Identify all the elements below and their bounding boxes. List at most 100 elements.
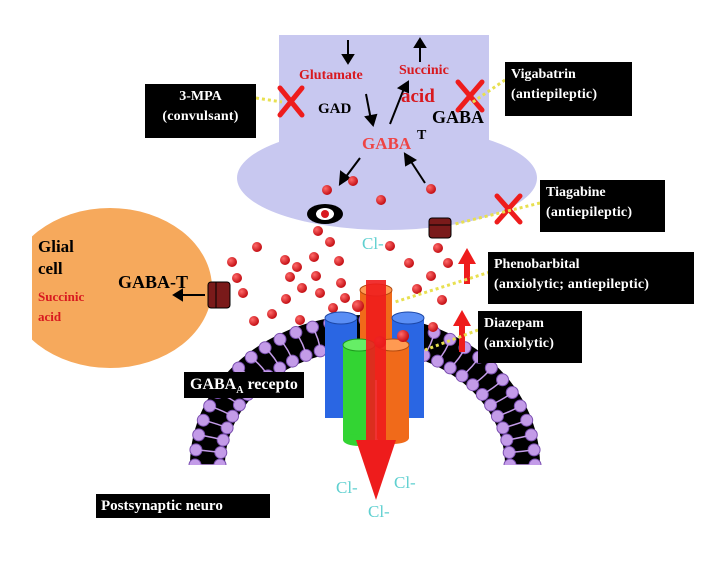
- chloride-top-label: Cl-: [362, 234, 384, 253]
- postsynaptic-label-text: Postsynaptic neuro: [101, 498, 223, 514]
- glial-gaba-t-arrow: [172, 288, 205, 302]
- drug-box-tiagabine: Tiagabine (antiepileptic): [540, 180, 665, 232]
- lipid-head: [188, 458, 202, 465]
- gaba-molecule: [238, 288, 248, 298]
- receptor-label-main: GABA: [190, 376, 237, 393]
- lipid-tail: [481, 379, 504, 396]
- lipid-tail: [209, 405, 233, 417]
- receptor-label-subscript: A: [236, 385, 244, 397]
- gaba-molecule: [404, 258, 414, 268]
- gaba-molecule: [311, 271, 321, 281]
- gaba-molecule: [309, 252, 319, 262]
- glial-title-line1: Glial: [38, 237, 74, 256]
- gaba-molecule: [315, 288, 325, 298]
- glial-transporter: [207, 281, 231, 309]
- gaba-molecule: [412, 284, 422, 294]
- gaba-molecule: [232, 273, 242, 283]
- glial-gaba-t-label: GABA-T: [118, 272, 189, 292]
- gaba-molecule: [328, 303, 338, 313]
- gaba-molecule: [443, 258, 453, 268]
- lipid-tail: [264, 347, 281, 369]
- presynaptic-transporter: [428, 217, 452, 239]
- presynaptic-terminal: [237, 35, 537, 230]
- gaba-molecule: [433, 243, 443, 253]
- gaba-molecule: [280, 255, 290, 265]
- lipid-tail: [423, 332, 435, 356]
- drug-note-phenobarbital: (anxiolytic; antiepileptic): [494, 277, 650, 292]
- presynaptic-arrows: [338, 37, 427, 186]
- lipid-head: [500, 433, 514, 447]
- inhibit-x-tiagabine: [494, 193, 523, 225]
- gaba-a-receptor-channel: [324, 283, 425, 446]
- inhibit-x-3mpa: [277, 85, 305, 118]
- lipid-tail: [279, 338, 294, 362]
- glial-title-line2: cell: [38, 259, 63, 278]
- drug-name-3mpa: 3-MPA: [179, 89, 222, 104]
- gaba-molecule: [295, 315, 305, 325]
- gaba-molecule: [426, 271, 436, 281]
- gaba-molecule: [322, 185, 332, 195]
- drug-note-3mpa: (convulsant): [162, 109, 239, 124]
- enhance-arrow-diazepam: [453, 310, 471, 352]
- gaba-molecule: [348, 176, 358, 186]
- drug-box-diazepam: Diazepam (anxiolytic): [478, 311, 582, 363]
- succinic-top-label: Succinic: [399, 63, 449, 78]
- lipid-tail: [461, 356, 480, 377]
- lipid-head: [503, 458, 517, 465]
- drug-name-phenobarbital: Phenobarbital: [494, 257, 580, 272]
- gad-label: GAD: [318, 101, 352, 117]
- lipid-tail: [295, 332, 307, 356]
- lipid-head: [528, 458, 542, 465]
- drug-name-diazepam: Diazepam: [484, 316, 544, 331]
- glutamate-label: Glutamate: [299, 68, 363, 83]
- glial-succinic-line2: acid: [38, 309, 62, 324]
- gaba-t-presynaptic-suffix: T: [417, 128, 427, 143]
- drug-box-vigabatrin: Vigabatrin (antiepileptic): [505, 62, 632, 116]
- drug-note-tiagabine: (antiepileptic): [546, 205, 633, 220]
- inhibit-x-vigabatrin: [455, 79, 485, 113]
- drug-name-vigabatrin: Vigabatrin: [511, 67, 576, 82]
- enhance-arrow-phenobarbital: [458, 248, 476, 284]
- gaba-molecule: [292, 262, 302, 272]
- drug-name-tiagabine: Tiagabine: [546, 185, 606, 200]
- gaba-molecule: [267, 309, 277, 319]
- lipid-tail: [502, 419, 527, 429]
- gaba-label: GABA: [362, 134, 412, 153]
- gaba-molecule: [297, 283, 307, 293]
- drug-box-3mpa: 3-MPA (convulsant): [145, 84, 256, 138]
- lipid-tail: [195, 449, 221, 454]
- gaba-molecule: [285, 272, 295, 282]
- glial-cell: [0, 200, 212, 370]
- gaba-molecule: [313, 226, 323, 236]
- lipid-head: [213, 458, 227, 465]
- drug-connectors: [255, 78, 541, 352]
- lipid-tail: [203, 419, 228, 429]
- receptor-label-rest: recepto: [243, 376, 298, 393]
- gaba-molecule: [227, 257, 237, 267]
- gaba-molecule: [437, 295, 447, 305]
- gaba-molecule: [281, 294, 291, 304]
- lipid-tail: [490, 391, 513, 406]
- succinic-acid-label: acid: [401, 86, 435, 107]
- gaba-molecule: [336, 278, 346, 288]
- gaba-molecule: [249, 316, 259, 326]
- gaba-molecule: [334, 256, 344, 266]
- lipid-tail: [509, 449, 535, 454]
- chloride-bottom-left-label: Cl-: [336, 478, 358, 497]
- gaba-molecule: [340, 293, 350, 303]
- drug-note-vigabatrin: (antiepileptic): [511, 87, 598, 102]
- gaba-molecule: [325, 237, 335, 247]
- gaba-molecules: [227, 176, 453, 332]
- chloride-bottom-center-label: Cl-: [368, 502, 390, 521]
- gaba-molecule: [426, 184, 436, 194]
- drug-note-diazepam: (anxiolytic): [484, 336, 555, 351]
- lipid-tail: [198, 434, 224, 441]
- gaba-molecule: [385, 241, 395, 251]
- drug-box-phenobarbital: Phenobarbital (anxiolytic; antiepileptic…: [488, 252, 694, 304]
- chloride-flow-arrow: [356, 280, 396, 500]
- gaba-a-receptor-label: GABAA recepto: [184, 372, 304, 398]
- chloride-bottom-right-label: Cl-: [394, 473, 416, 492]
- gaba-molecule: [376, 195, 386, 205]
- glial-succinic-line1: Succinic: [38, 289, 85, 304]
